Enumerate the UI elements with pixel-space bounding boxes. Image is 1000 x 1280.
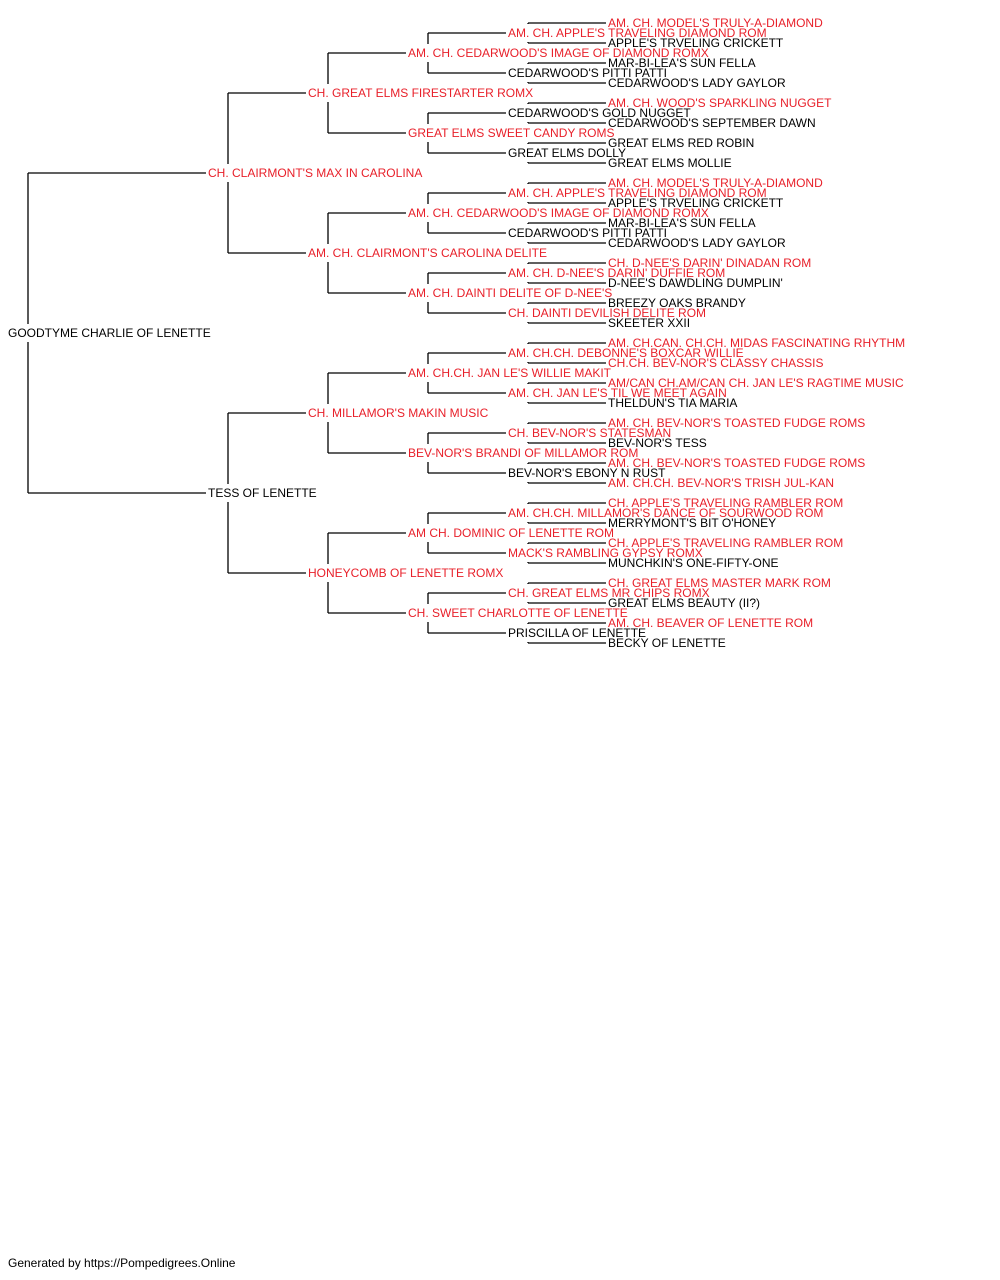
ancestor-gen5-dam: CEDARWOOD'S SEPTEMBER DAWN (608, 116, 816, 130)
ancestor-gen5-sire: AM. CH. WOOD'S SPARKLING NUGGET (608, 96, 832, 110)
ancestor-gen4-dam: MACK'S RAMBLING GYPSY ROMX (508, 546, 703, 560)
ancestor-gen5-sire: BREEZY OAKS BRANDY (608, 296, 746, 310)
ancestor-gen1-sire: CH. CLAIRMONT'S MAX IN CAROLINA (208, 166, 422, 180)
ancestor-gen2-sire: CH. GREAT ELMS FIRESTARTER ROMX (308, 86, 533, 100)
ancestor-gen5-sire: CH. APPLE'S TRAVELING RAMBLER ROM (608, 496, 843, 510)
generated-by-footer: Generated by https://Pompedigrees.Online (8, 1256, 236, 1270)
ancestor-gen4-dam: CH. DAINTI DEVILISH DELITE ROM (508, 306, 706, 320)
ancestor-gen5-dam: THELDUN'S TIA MARIA (608, 396, 737, 410)
ancestor-gen4-dam: PRISCILLA OF LENETTE (508, 626, 646, 640)
ancestor-gen5-sire: MAR-BI-LEA'S SUN FELLA (608, 216, 756, 230)
ancestor-gen4-sire: AM. CH. APPLE'S TRAVELING DIAMOND ROM (508, 186, 767, 200)
ancestor-gen5-sire: AM. CH. MODEL'S TRULY-A-DIAMOND (608, 16, 823, 30)
ancestor-gen5-dam: CEDARWOOD'S LADY GAYLOR (608, 76, 786, 90)
ancestor-gen5-dam: MERRYMONT'S BIT O'HONEY (608, 516, 776, 530)
ancestor-gen3-dam: GREAT ELMS SWEET CANDY ROMS (408, 126, 614, 140)
ancestor-gen4-sire: AM. CH.CH. MILLAMOR'S DANCE OF SOURWOOD … (508, 506, 823, 520)
ancestor-gen5-sire: AM. CH. BEV-NOR'S TOASTED FUDGE ROMS (608, 456, 865, 470)
ancestor-gen2-dam: HONEYCOMB OF LENETTE ROMX (308, 566, 503, 580)
ancestor-gen5-sire: CH. GREAT ELMS MASTER MARK ROM (608, 576, 831, 590)
ancestor-gen5-dam: GREAT ELMS BEAUTY (II?) (608, 596, 760, 610)
ancestor-gen4-sire: CEDARWOOD'S GOLD NUGGET (508, 106, 691, 120)
ancestor-gen4-sire: AM. CH. D-NEE'S DARIN' DUFFIE ROM (508, 266, 725, 280)
ancestor-gen3-dam: CH. SWEET CHARLOTTE OF LENETTE (408, 606, 628, 620)
ancestor-gen5-sire: AM/CAN CH.AM/CAN CH. JAN LE'S RAGTIME MU… (608, 376, 904, 390)
ancestor-gen5-sire: GREAT ELMS RED ROBIN (608, 136, 754, 150)
ancestor-gen5-dam: BECKY OF LENETTE (608, 636, 726, 650)
ancestor-gen5-dam: SKEETER XXII (608, 316, 690, 330)
ancestor-gen4-sire: CH. BEV-NOR'S STATESMAN (508, 426, 671, 440)
ancestor-gen5-dam: APPLE'S TRVELING CRICKETT (608, 36, 784, 50)
ancestor-gen2-dam: AM. CH. CLAIRMONT'S CAROLINA DELITE (308, 246, 547, 260)
ancestor-gen5-dam: GREAT ELMS MOLLIE (608, 156, 732, 170)
ancestor-gen5-sire: AM. CH.CAN. CH.CH. MIDAS FASCINATING RHY… (608, 336, 905, 350)
ancestor-gen3-sire: AM. CH. CEDARWOOD'S IMAGE OF DIAMOND ROM… (408, 206, 709, 220)
subject-dog-name: GOODTYME CHARLIE OF LENETTE (8, 326, 211, 340)
ancestor-gen4-sire: CH. GREAT ELMS MR CHIPS ROMX (508, 586, 710, 600)
ancestor-gen5-dam: CH.CH. BEV-NOR'S CLASSY CHASSIS (608, 356, 823, 370)
ancestor-gen4-dam: CEDARWOOD'S PITTI PATTI (508, 226, 667, 240)
ancestor-gen5-dam: AM. CH.CH. BEV-NOR'S TRISH JUL-KAN (608, 476, 834, 490)
ancestor-gen5-dam: CEDARWOOD'S LADY GAYLOR (608, 236, 786, 250)
ancestor-gen5-sire: AM. CH. BEAVER OF LENETTE ROM (608, 616, 813, 630)
ancestor-gen4-dam: BEV-NOR'S EBONY N RUST (508, 466, 666, 480)
ancestor-gen5-sire: AM. CH. MODEL'S TRULY-A-DIAMOND (608, 176, 823, 190)
ancestor-gen4-dam: CEDARWOOD'S PITTI PATTI (508, 66, 667, 80)
ancestor-gen1-dam: TESS OF LENETTE (208, 486, 317, 500)
ancestor-gen5-sire: CH. APPLE'S TRAVELING RAMBLER ROM (608, 536, 843, 550)
ancestor-gen3-dam: BEV-NOR'S BRANDI OF MILLAMOR ROM (408, 446, 638, 460)
ancestor-gen5-dam: BEV-NOR'S TESS (608, 436, 707, 450)
ancestor-gen5-dam: D-NEE'S DAWDLING DUMPLIN' (608, 276, 783, 290)
ancestor-gen3-sire: AM. CH. CEDARWOOD'S IMAGE OF DIAMOND ROM… (408, 46, 709, 60)
ancestor-gen2-sire: CH. MILLAMOR'S MAKIN MUSIC (308, 406, 489, 420)
ancestor-gen4-sire: AM. CH.CH. DEBONNE'S BOXCAR WILLIE (508, 346, 744, 360)
ancestor-gen3-sire: AM. CH.CH. JAN LE'S WILLIE MAKIT (408, 366, 612, 380)
ancestor-gen4-sire: AM. CH. APPLE'S TRAVELING DIAMOND ROM (508, 26, 767, 40)
ancestor-gen5-sire: MAR-BI-LEA'S SUN FELLA (608, 56, 756, 70)
ancestor-gen5-sire: CH. D-NEE'S DARIN' DINADAN ROM (608, 256, 811, 270)
ancestor-gen3-dam: AM. CH. DAINTI DELITE OF D-NEE'S (408, 286, 612, 300)
ancestor-gen4-dam: GREAT ELMS DOLLY (508, 146, 626, 160)
ancestor-gen5-sire: AM. CH. BEV-NOR'S TOASTED FUDGE ROMS (608, 416, 865, 430)
ancestor-gen5-dam: APPLE'S TRVELING CRICKETT (608, 196, 784, 210)
ancestor-gen4-dam: AM. CH. JAN LE'S TIL WE MEET AGAIN (508, 386, 727, 400)
ancestor-gen5-dam: MUNCHKIN'S ONE-FIFTY-ONE (608, 556, 779, 570)
ancestor-gen3-sire: AM CH. DOMINIC OF LENETTE ROM (408, 526, 614, 540)
